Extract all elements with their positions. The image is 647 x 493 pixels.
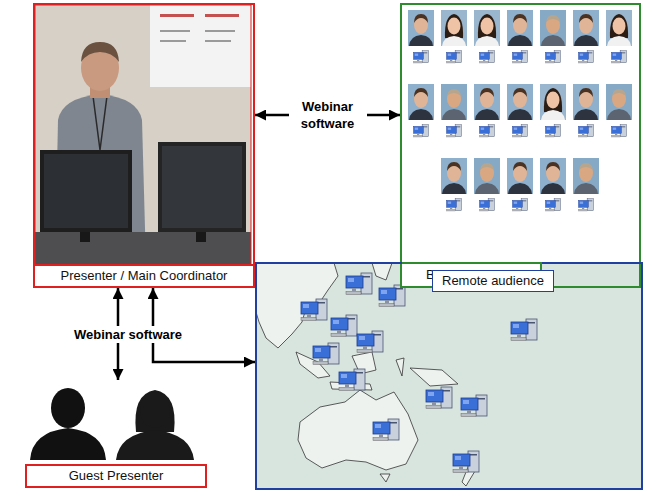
student-photo	[606, 84, 632, 120]
photo-frame	[35, 5, 251, 265]
student-grid	[408, 10, 632, 211]
computer-icon	[511, 319, 537, 341]
student-photo	[441, 10, 467, 46]
student-photo	[540, 158, 566, 194]
coastline	[380, 474, 390, 482]
student-photo	[408, 10, 434, 46]
coastline	[256, 263, 338, 348]
edge-label: Webinar software	[71, 326, 185, 343]
computer-icon	[447, 125, 462, 137]
computer-icon	[447, 199, 462, 211]
computer-icon	[414, 125, 429, 137]
computer-icon	[579, 51, 594, 63]
computer-icon	[346, 273, 372, 295]
silhouette	[30, 428, 106, 460]
student-photo	[441, 84, 467, 120]
computer-icon	[447, 51, 462, 63]
computer-icon	[612, 51, 627, 63]
silhouette	[51, 388, 85, 428]
silhouette	[135, 390, 174, 432]
student-photo	[573, 10, 599, 46]
computer-icon	[579, 125, 594, 137]
computer-icon	[513, 199, 528, 211]
student-photo	[507, 84, 533, 120]
presenter-photo	[35, 5, 251, 265]
computer-icon	[513, 51, 528, 63]
student-photo	[474, 84, 500, 120]
coastline	[396, 358, 404, 376]
computer-icon	[357, 331, 383, 353]
computer-icon	[461, 395, 487, 417]
computer-icon	[373, 419, 399, 441]
computer-icon	[453, 451, 479, 473]
computer-icon	[546, 199, 561, 211]
student-photo	[474, 10, 500, 46]
computer-icon	[414, 51, 429, 63]
student-photo	[540, 10, 566, 46]
node-label: Presenter / Main Coordinator	[35, 264, 253, 286]
computer-icon	[301, 299, 327, 321]
computer-icon	[339, 369, 365, 391]
node-label: Remote audience	[432, 270, 554, 292]
node-label: Guest Presenter	[25, 464, 207, 488]
students-panel: BMTC students	[400, 3, 641, 288]
computer-icon	[513, 125, 528, 137]
coastline	[410, 368, 458, 386]
coastline	[298, 390, 418, 470]
ocean	[256, 263, 642, 489]
computer-icon	[546, 125, 561, 137]
student-photo	[540, 84, 566, 120]
computer-icon	[379, 285, 405, 307]
computer-icon	[579, 199, 594, 211]
silhouette	[140, 392, 170, 428]
student-photo	[573, 84, 599, 120]
student-photo	[573, 158, 599, 194]
computer-icon	[426, 387, 452, 409]
student-photo	[441, 158, 467, 194]
computer-icon	[480, 51, 495, 63]
student-photo	[507, 10, 533, 46]
computer-icon	[612, 125, 627, 137]
presenter-panel: Presenter / Main Coordinator	[33, 3, 255, 288]
computer-icon	[480, 125, 495, 137]
region-map	[256, 263, 642, 489]
student-photo	[474, 158, 500, 194]
computer-icon	[546, 51, 561, 63]
student-photo	[606, 10, 632, 46]
edge-label: Webinar software	[289, 98, 367, 132]
student-photo	[408, 84, 434, 120]
guest-presenter-panel: Guest Presenter	[25, 380, 207, 488]
computer-icon	[480, 199, 495, 211]
computer-icon	[331, 315, 357, 337]
computer-icon	[313, 343, 339, 365]
remote-audience-map: Remote audience	[255, 262, 643, 490]
guest-silhouettes	[30, 388, 194, 460]
coastline	[372, 263, 392, 280]
silhouette	[116, 430, 194, 460]
student-photo	[507, 158, 533, 194]
